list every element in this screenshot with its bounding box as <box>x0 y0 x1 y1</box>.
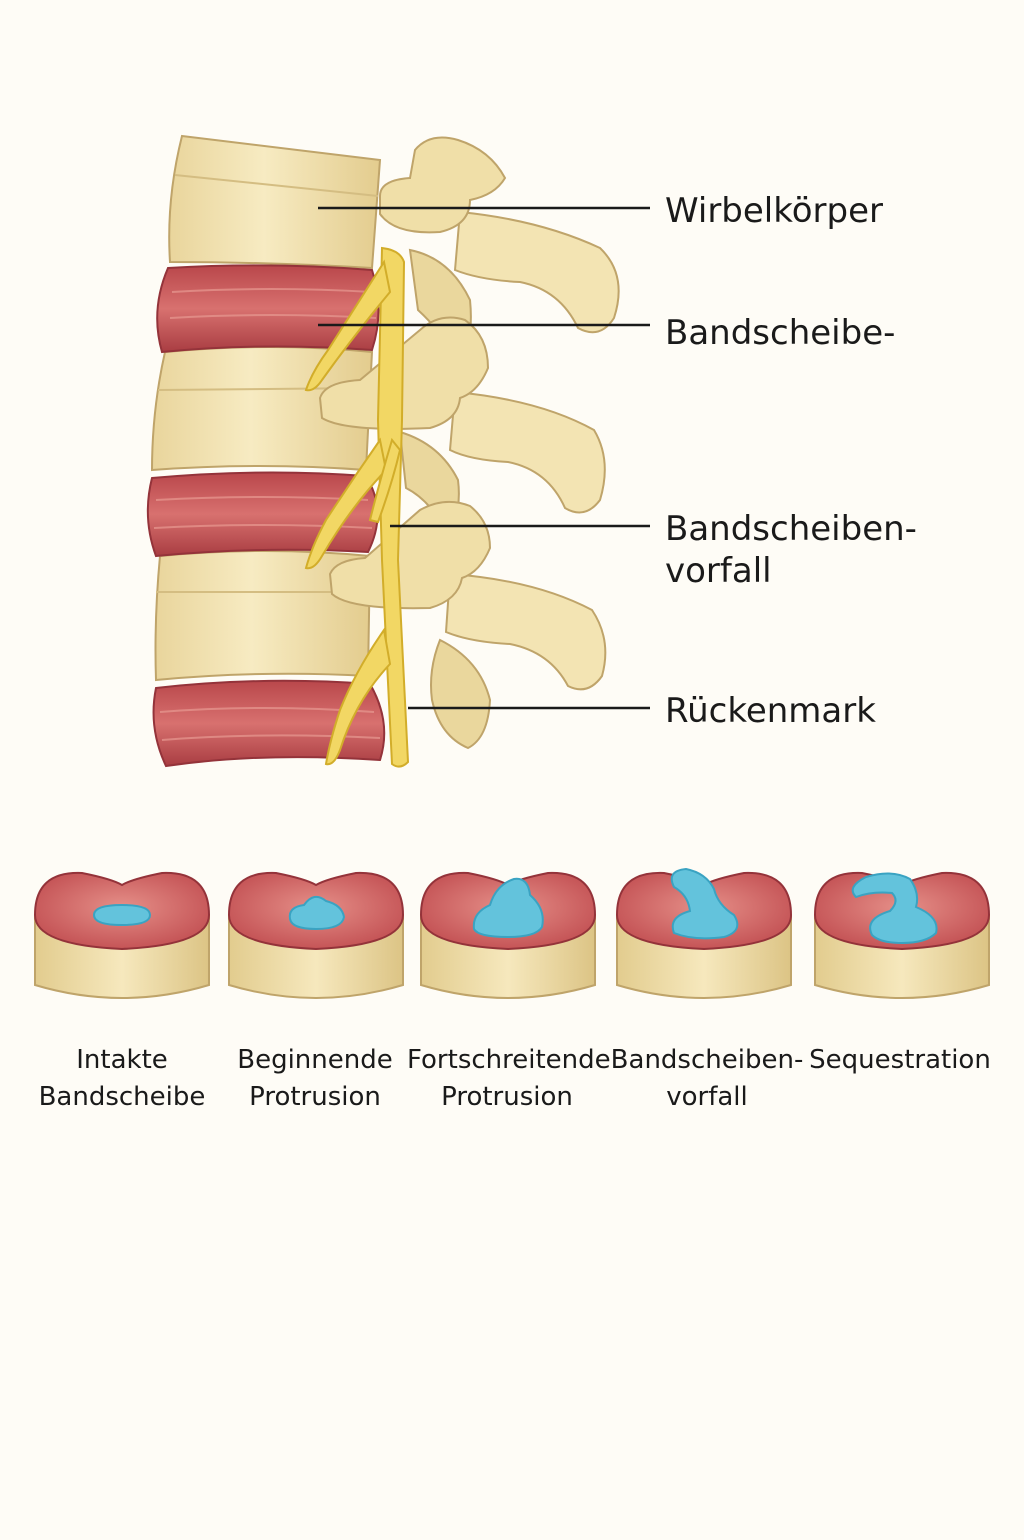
nerve-root-right <box>368 437 402 524</box>
nerve-root-middle <box>304 437 388 570</box>
disc-stage-nucleus <box>670 867 739 940</box>
spinous-process-middle <box>448 390 606 514</box>
disc-stage-row <box>33 867 991 999</box>
caption-line2: Protrusion <box>441 1082 573 1112</box>
caption-line2: Bandscheibe <box>38 1082 206 1112</box>
lamina-lower <box>430 638 492 750</box>
disc-stage-nucleus <box>851 872 938 945</box>
caption-stage-1: Intakte Bandscheibe <box>22 1042 222 1116</box>
vertebral-processes <box>318 136 620 750</box>
disc-stage-5 <box>813 871 991 999</box>
nerve-root-lower <box>324 627 392 766</box>
disc-stage-4 <box>615 867 793 999</box>
label-spinal-cord: Rückenmark <box>665 691 876 731</box>
spinous-process-lower <box>444 572 607 691</box>
intervertebral-discs <box>146 264 386 768</box>
caption-line1: Intakte <box>76 1045 168 1075</box>
label-herniation: Bandscheiben- vorfall <box>665 508 965 592</box>
leader-lines <box>318 206 650 710</box>
spinal-cord-trunk <box>376 246 410 768</box>
caption-line2: Protrusion <box>249 1082 381 1112</box>
disc-stage-3 <box>419 871 597 999</box>
disc-stage-nucleus <box>288 895 346 931</box>
disc-upper <box>156 264 380 354</box>
disc-stage-2 <box>227 871 405 999</box>
caption-stage-3: Fortschreitende Protrusion <box>407 1042 611 1116</box>
caption-line1: Sequestration <box>809 1045 991 1075</box>
caption-line2: vorfall <box>666 1082 748 1112</box>
vertebral-bodies <box>150 134 382 682</box>
label-disc: Bandscheibe- <box>665 313 896 353</box>
disc-lower <box>152 679 386 768</box>
vertebra-upper <box>168 134 382 270</box>
disc-stage-nucleus <box>92 903 152 927</box>
caption-stage-4: Bandscheiben- vorfall <box>607 1042 807 1116</box>
caption-line1: Fortschreitende <box>407 1045 611 1075</box>
caption-line1: Beginnende <box>237 1045 393 1075</box>
label-vertebral-body: Wirbelkörper <box>665 191 883 231</box>
label-herniation-line1: Bandscheiben- <box>665 509 917 549</box>
caption-stage-2: Beginnende Protrusion <box>215 1042 415 1116</box>
vertebra-upper-rim <box>174 174 379 197</box>
caption-line1: Bandscheiben- <box>610 1045 804 1075</box>
disc-stage-nucleus <box>472 877 544 939</box>
label-herniation-line2: vorfall <box>665 551 772 591</box>
caption-stage-5: Sequestration <box>800 1042 1000 1079</box>
spinous-process-upper <box>453 210 620 334</box>
disc-stage-1 <box>33 871 211 999</box>
